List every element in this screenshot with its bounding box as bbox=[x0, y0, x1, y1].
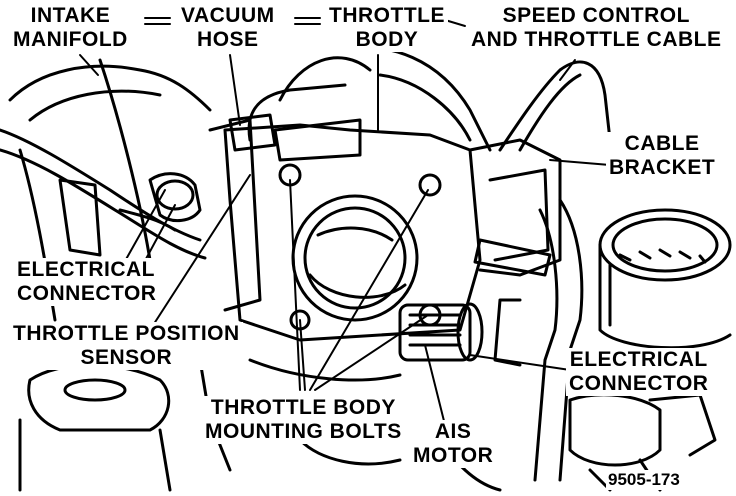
label-line: CABLE bbox=[624, 132, 700, 155]
label-line: INTAKE bbox=[30, 4, 111, 27]
cable-bracket-drawing bbox=[468, 60, 612, 482]
label-line: THROTTLE BODY bbox=[210, 396, 396, 419]
label-speed-control-cable: SPEED CONTROL AND THROTTLE CABLE bbox=[468, 4, 725, 52]
label-line: MOTOR bbox=[413, 444, 494, 467]
label-intake-manifold: INTAKE MANIFOLD bbox=[10, 4, 131, 52]
label-electrical-connector-right: ELECTRICAL CONNECTOR bbox=[566, 348, 712, 396]
leader-lines bbox=[79, 17, 611, 426]
label-line: SENSOR bbox=[80, 346, 173, 369]
label-line: AND THROTTLE CABLE bbox=[471, 28, 722, 51]
intake-manifold-drawing bbox=[0, 58, 262, 322]
label-line: BODY bbox=[355, 28, 419, 51]
label-line: VACUUM bbox=[181, 4, 275, 27]
label-line: MANIFOLD bbox=[13, 28, 128, 51]
label-line: HOSE bbox=[197, 28, 259, 51]
throttle-body-drawing bbox=[223, 46, 492, 342]
reservoir-drawing bbox=[598, 208, 732, 350]
label-vacuum-hose: VACUUM HOSE bbox=[178, 4, 278, 52]
label-line: ELECTRICAL bbox=[569, 348, 708, 371]
label-line: SPEED CONTROL bbox=[502, 4, 690, 27]
label-line: CONNECTOR bbox=[17, 282, 157, 305]
label-line: THROTTLE POSITION bbox=[13, 322, 240, 345]
label-cable-bracket: CABLE BRACKET bbox=[606, 132, 719, 180]
label-line: MOUNTING BOLTS bbox=[205, 420, 402, 443]
label-throttle-position-sensor: THROTTLE POSITION SENSOR bbox=[10, 322, 243, 370]
figure-number: 9505-173 bbox=[606, 470, 682, 490]
label-line: CONNECTOR bbox=[569, 372, 709, 395]
label-ais-motor: AIS MOTOR bbox=[410, 420, 497, 468]
label-mounting-bolts: THROTTLE BODY MOUNTING BOLTS bbox=[202, 396, 405, 444]
label-line: AIS bbox=[434, 420, 472, 443]
label-electrical-connector-left: ELECTRICAL CONNECTOR bbox=[14, 258, 160, 306]
label-line: THROTTLE bbox=[329, 4, 445, 27]
label-line: BRACKET bbox=[609, 156, 716, 179]
label-line: ELECTRICAL bbox=[17, 258, 155, 281]
label-throttle-body: THROTTLE BODY bbox=[326, 4, 448, 52]
